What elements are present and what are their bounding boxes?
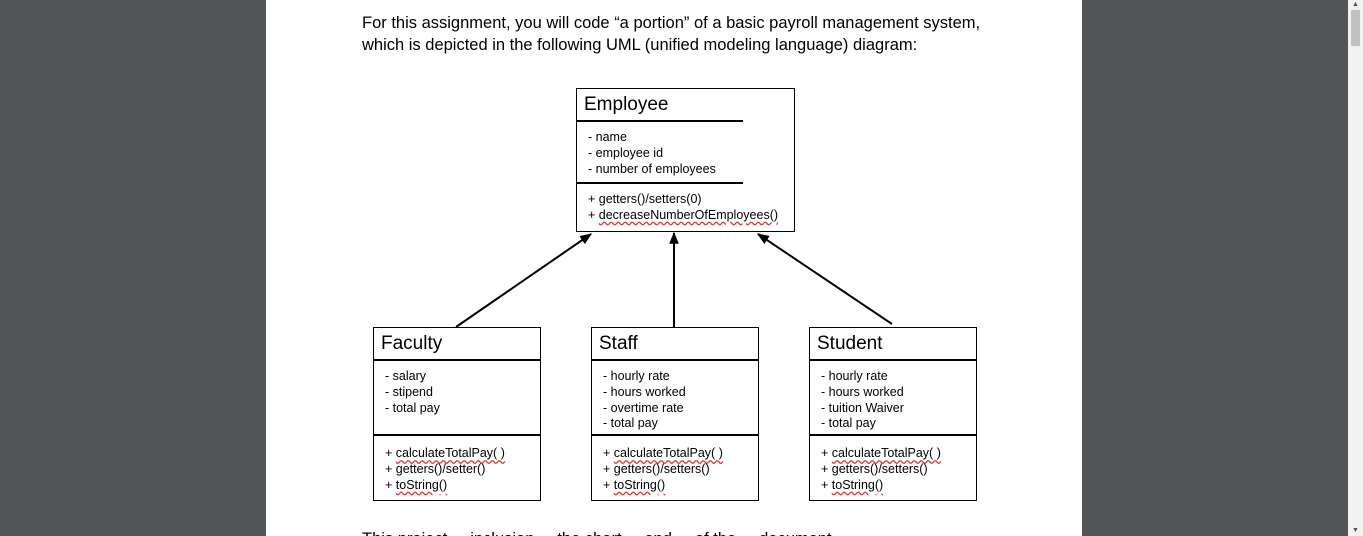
employee-class-box: Employee - name - employee id - number o… [576,88,795,232]
staff-methods: + calculateTotalPay( ) + getters()/sette… [603,446,723,493]
staff-attributes-divider [592,434,758,436]
faculty-class-box: Faculty - salary - stipend - total pay +… [373,327,541,501]
method: + decreaseNumberOfEmployees() [588,207,779,222]
student-methods: + calculateTotalPay( ) + getters()/sette… [821,446,941,493]
employee-class-title: Employee [584,94,669,115]
attribute: - total pay [821,416,876,431]
method: + getters()/setters(0) [588,192,702,206]
student-inheritance-arrow [757,233,893,325]
attribute: - total pay [603,416,658,431]
student-title-divider [810,359,976,361]
employee-methods: + getters()/setters(0) + decreaseNumberO… [588,192,778,224]
student-class-box: Student - hourly rate - hours worked - t… [809,327,977,501]
attribute: - employee id [588,145,664,160]
scroll-up-arrow-icon[interactable]: ▲ [1352,1,1359,8]
attribute: - salary [385,369,426,383]
inheritance-arrows [455,231,893,328]
method: + getters()/setters() [821,461,928,476]
scrollbar-thumb[interactable] [1351,10,1360,46]
attribute: - hourly rate [821,369,888,383]
attribute: - hours worked [603,384,686,399]
method: + getters()/setter() [385,461,486,476]
attribute: - hourly rate [603,369,670,383]
document-page: For this assignment, you will code “a po… [266,0,1082,536]
employee-attributes-divider [577,182,743,184]
attribute: - hours worked [821,384,904,399]
faculty-title-divider [374,359,540,361]
method: + getters()/setters() [603,461,710,476]
attribute: - number of employees [588,161,716,176]
method: + calculateTotalPay( ) [603,446,723,460]
student-attributes-divider [810,434,976,436]
student-class-title: Student [817,333,883,354]
faculty-attributes-divider [374,434,540,436]
vertical-scrollbar[interactable]: ▲ ▼ [1348,0,1363,536]
attribute: - overtime rate [603,400,684,415]
employee-attributes: - name - employee id - number of employe… [588,130,716,177]
intro-line-1: For this assignment, you will code “a po… [362,14,981,32]
faculty-methods: + calculateTotalPay( ) + getters()/sette… [385,446,505,493]
method: + toString() [603,477,666,492]
attribute: - tuition Waiver [821,400,904,415]
student-attributes: - hourly rate - hours worked - tuition W… [821,369,904,432]
attribute: - name [588,130,627,144]
staff-title-divider [592,359,758,361]
intro-line-2: which is depicted in the following UML (… [362,36,918,54]
staff-attributes: - hourly rate - hours worked - overtime … [603,369,686,432]
scroll-down-arrow-icon[interactable]: ▼ [1352,527,1359,534]
method: + toString() [385,477,448,492]
method: + calculateTotalPay( ) [385,446,505,460]
faculty-inheritance-arrow [455,233,592,328]
intro-paragraph: For this assignment, you will code “a po… [362,12,1002,56]
staff-class-box: Staff - hourly rate - hours worked - ove… [591,327,759,501]
method: + toString() [821,477,884,492]
faculty-attributes: - salary - stipend - total pay [385,369,440,416]
faculty-class-title: Faculty [381,333,443,354]
method: + calculateTotalPay( ) [821,446,941,460]
employee-title-divider [577,120,743,122]
attribute: - total pay [385,400,440,415]
next-paragraph-cutoff: This project ... inclusion ... the chart… [362,528,1002,536]
attribute: - stipend [385,384,433,399]
staff-class-title: Staff [599,333,638,354]
